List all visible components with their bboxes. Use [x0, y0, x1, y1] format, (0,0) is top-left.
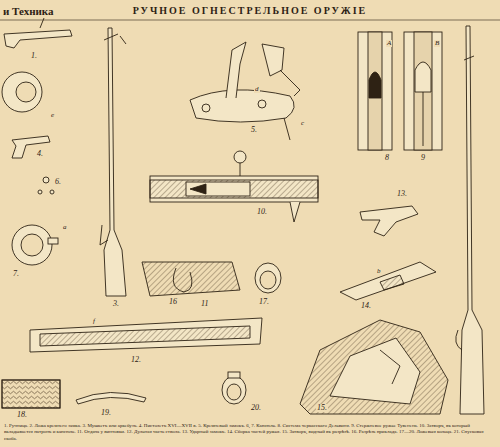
plate-title: РУЧНОЕ ОГНЕСТРЕЛЬНОЕ ОРУЖІЕ	[0, 6, 500, 16]
callout-number: 3.	[112, 300, 120, 308]
callout-number: 1.	[30, 52, 38, 60]
callout-number: c	[300, 120, 305, 127]
callout-number: 12.	[130, 356, 142, 364]
callout-number: 15.	[316, 404, 328, 412]
series-header: и Техника	[2, 6, 55, 17]
callout-number: 8	[384, 154, 390, 162]
callout-number: f	[92, 318, 96, 325]
callout-number: 7.	[12, 270, 20, 278]
callout-number: e	[50, 112, 55, 119]
callout-number: 10.	[256, 208, 268, 216]
callout-number: 11	[200, 300, 209, 308]
callout-number: b	[376, 268, 382, 275]
callout-number: 14.	[360, 302, 372, 310]
plate-caption: 1. Ручница. 2. Ложа кремнего замка. 3. М…	[4, 423, 494, 442]
callout-number: 13.	[396, 190, 408, 198]
callout-number: 20.	[250, 404, 262, 412]
callout-number: 4.	[36, 150, 44, 158]
callout-number: A	[386, 40, 392, 47]
callout-number: 6.	[54, 178, 62, 186]
callout-number: 18.	[16, 411, 28, 419]
callout-number: 19.	[100, 409, 112, 417]
callout-number: d	[254, 86, 260, 93]
callout-number: 5.	[250, 126, 258, 134]
callout-number: 16	[168, 298, 178, 306]
callout-number: 17.	[258, 298, 270, 306]
callout-number: 9	[420, 154, 426, 162]
callout-number: B	[434, 40, 440, 47]
callout-number: a	[62, 224, 68, 231]
